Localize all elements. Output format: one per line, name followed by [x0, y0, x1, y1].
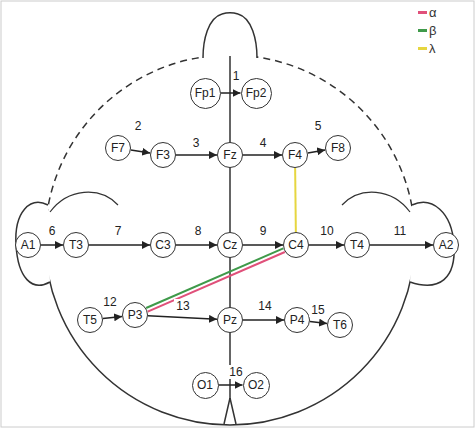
electrode-label: F8 — [331, 142, 345, 154]
electrode-label: Fp2 — [246, 87, 267, 99]
electrode-circle: Fp1 — [190, 78, 221, 109]
electrode-circle: O2 — [243, 372, 270, 399]
electrode-label: P4 — [290, 314, 305, 326]
derivation-arrow — [41, 244, 63, 246]
electrode-label: A1 — [21, 239, 36, 251]
electrode-circle: F8 — [325, 135, 351, 161]
derivation-number: 10 — [318, 224, 335, 238]
electrode-label: C4 — [288, 239, 303, 251]
electrode-circle: T6 — [327, 312, 353, 338]
electrode-label: Fp1 — [195, 87, 216, 99]
electrode-label: P3 — [128, 309, 143, 321]
legend-swatch — [418, 47, 427, 50]
legend-text: α — [429, 6, 437, 19]
electrode-label: T3 — [69, 239, 83, 251]
electrode-circle: P4 — [284, 307, 310, 333]
electrode-circle: F4 — [282, 142, 308, 168]
derivation-number: 9 — [258, 224, 269, 238]
electrode-circle: F3 — [150, 142, 176, 168]
derivation-number: 13 — [174, 299, 191, 313]
derivation-number: 2 — [133, 119, 144, 133]
derivation-number: 6 — [47, 224, 58, 238]
electrode-circle: O1 — [192, 372, 219, 399]
derivation-arrow — [89, 244, 150, 246]
derivation-number: 5 — [313, 119, 324, 133]
nose — [203, 13, 257, 59]
derivation-arrow — [308, 150, 325, 153]
legend-row: β — [418, 24, 436, 37]
electrode-label: A2 — [439, 239, 454, 251]
electrode-circle: A1 — [15, 232, 41, 258]
derivation-arrow — [309, 244, 344, 246]
electrode-label: Fz — [223, 149, 236, 161]
electrode-circle: P3 — [122, 302, 148, 328]
derivation-arrow — [310, 322, 327, 324]
electrode-label: F7 — [111, 142, 125, 154]
electrode-circle: F7 — [105, 135, 131, 161]
derivation-arrow — [243, 319, 284, 321]
derivation-arrow — [370, 244, 433, 246]
electrode-circle: T5 — [77, 307, 103, 333]
electrode-label: T5 — [83, 314, 97, 326]
temporal-contour — [342, 192, 410, 212]
derivation-number: 14 — [256, 299, 273, 313]
legend-row: λ — [418, 42, 436, 55]
derivation-arrow — [243, 244, 283, 246]
derivation-number: 4 — [258, 136, 269, 150]
electrode-circle: A2 — [433, 232, 459, 258]
electrode-label: T4 — [350, 239, 364, 251]
left-ear — [16, 203, 50, 286]
electrode-label: C3 — [155, 239, 170, 251]
electrode-label: T6 — [333, 319, 347, 331]
electrode-circle: T4 — [344, 232, 370, 258]
derivation-number: 15 — [309, 303, 326, 317]
electrode-label: F4 — [288, 149, 302, 161]
derivation-number: 12 — [101, 295, 118, 309]
electrode-label: O2 — [248, 379, 264, 391]
electrode-circle: C3 — [150, 232, 176, 258]
derivation-arrow — [148, 316, 217, 320]
derivation-arrow — [219, 384, 243, 386]
derivation-arrow — [176, 154, 217, 156]
derivation-number: 3 — [191, 136, 202, 150]
legend-text: λ — [429, 42, 436, 55]
derivation-arrow — [103, 316, 122, 318]
legend-swatch — [418, 29, 427, 32]
derivation-number: 16 — [227, 365, 244, 379]
temporal-contour — [50, 192, 118, 212]
electrode-circle: Pz — [217, 307, 243, 333]
rhythm-line — [294, 168, 297, 232]
electrode-circle: C4 — [283, 232, 309, 258]
derivation-number: 1 — [231, 69, 242, 83]
legend-text: β — [429, 24, 436, 37]
derivation-arrow — [176, 244, 217, 246]
electrode-circle: Fz — [217, 142, 243, 168]
derivation-arrow — [221, 92, 241, 94]
derivation-number: 7 — [113, 224, 124, 238]
electrode-label: Cz — [223, 239, 238, 251]
derivation-arrow — [131, 150, 150, 153]
derivation-arrow — [243, 154, 282, 156]
electrode-label: Pz — [223, 314, 237, 326]
electrode-circle: Cz — [217, 232, 243, 258]
legend-swatch — [418, 11, 427, 14]
electrode-circle: T3 — [63, 232, 89, 258]
electrode-label: O1 — [197, 379, 213, 391]
derivation-number: 11 — [392, 224, 408, 238]
derivation-number: 8 — [193, 224, 204, 238]
electrode-circle: Fp2 — [241, 78, 272, 109]
legend-row: α — [418, 6, 437, 19]
electrode-label: F3 — [156, 149, 170, 161]
